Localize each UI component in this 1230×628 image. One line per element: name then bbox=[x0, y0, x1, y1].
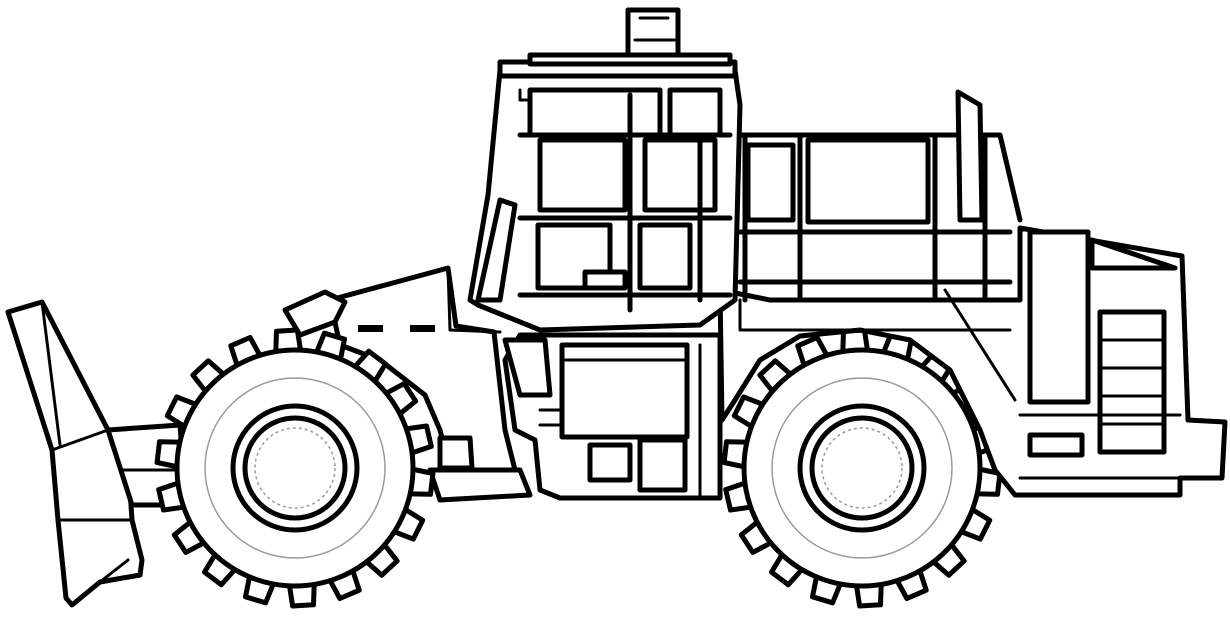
rear-wheel bbox=[721, 327, 1003, 609]
front-hinge-details bbox=[282, 289, 553, 398]
front-wheel bbox=[154, 327, 436, 609]
front-arm-hood bbox=[327, 265, 533, 503]
rear-railing bbox=[737, 89, 1023, 402]
rear-body bbox=[717, 225, 1228, 498]
operator-cab bbox=[467, 7, 743, 333]
